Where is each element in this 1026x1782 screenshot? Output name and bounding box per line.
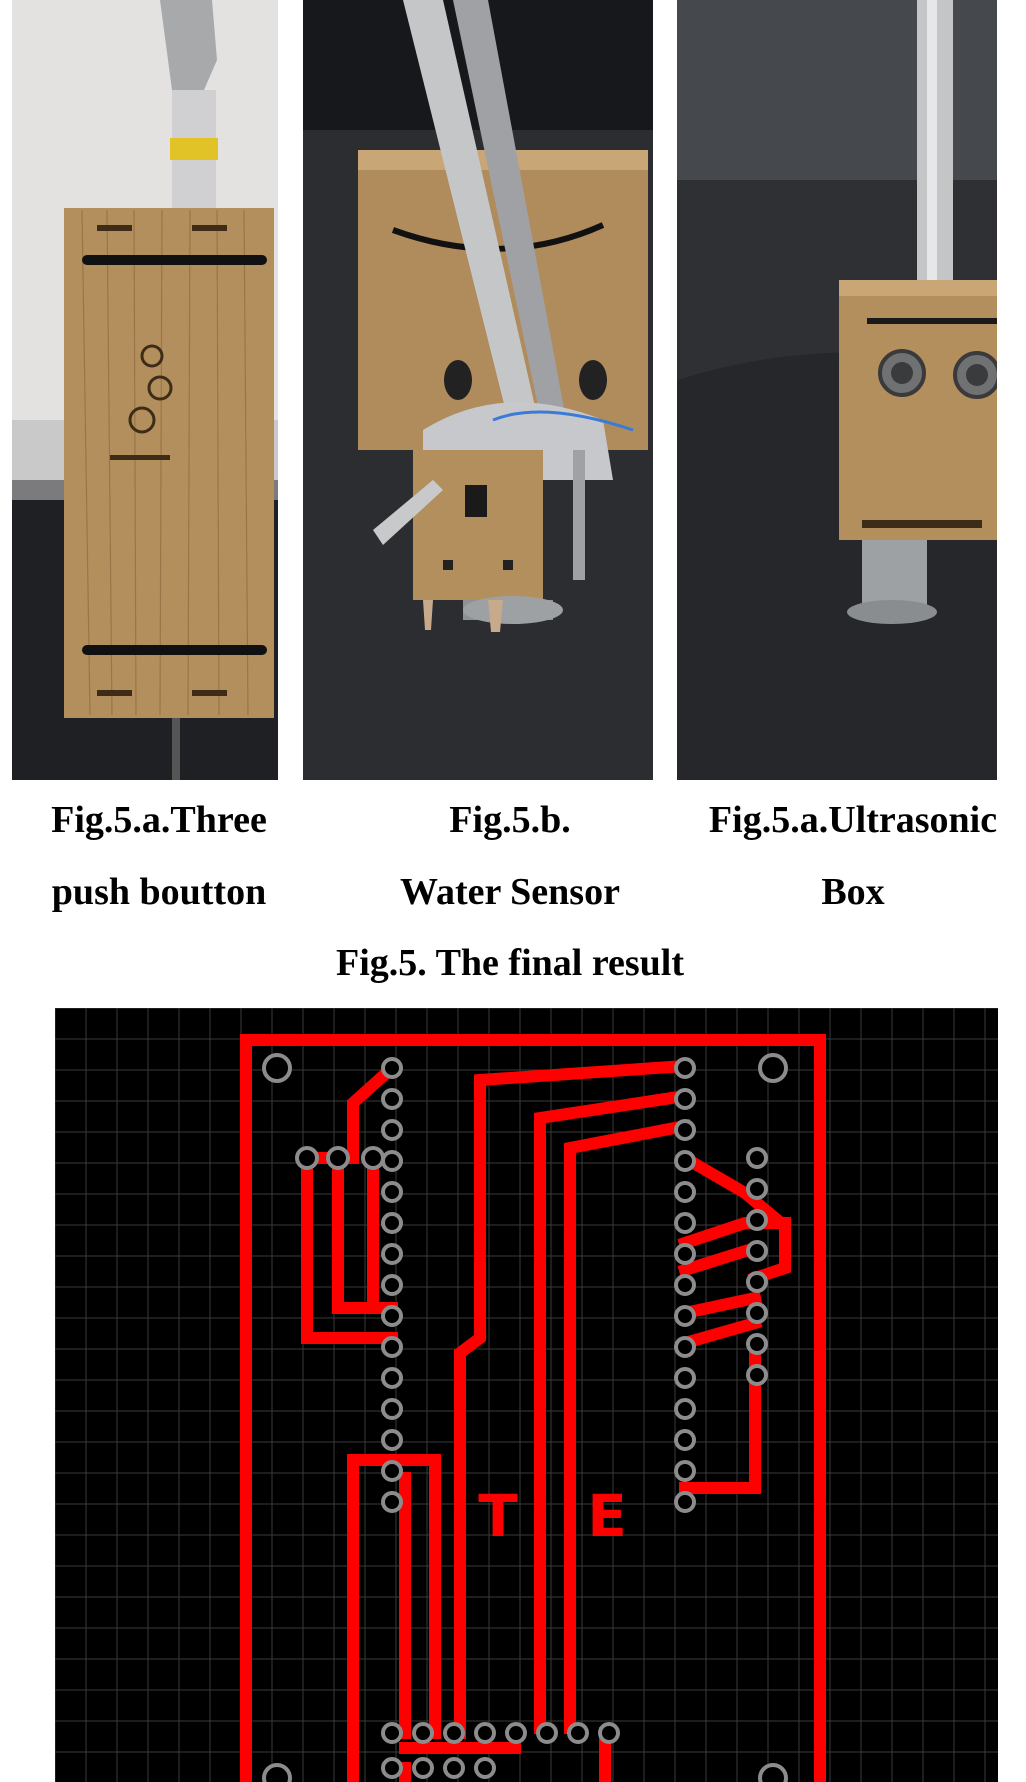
header-left-pad — [381, 1088, 403, 1110]
header-left-pad — [381, 1305, 403, 1327]
connector-pad — [746, 1364, 768, 1386]
bottom-header-pad — [505, 1722, 527, 1744]
trace — [399, 1727, 611, 1782]
header-right-pad — [674, 1119, 696, 1141]
trace — [534, 1089, 692, 1734]
header-right-pad — [674, 1243, 696, 1265]
connector-pad — [746, 1178, 768, 1200]
trace — [332, 1152, 398, 1314]
connector-pad — [746, 1302, 768, 1324]
trace — [564, 1118, 693, 1734]
caption-c-line1: Fig.5.a.Ultrasonic — [708, 799, 998, 841]
header-right-pad — [674, 1212, 696, 1234]
header-right-pad — [674, 1491, 696, 1513]
pcb-traces — [240, 1034, 826, 1782]
header-right-pad — [674, 1429, 696, 1451]
trace — [677, 1217, 791, 1286]
header-right-pad — [674, 1398, 696, 1420]
switch-pad — [326, 1146, 350, 1170]
connector-pad — [746, 1271, 768, 1293]
caption-b-line2: Water Sensor — [400, 871, 620, 913]
header-right-pad — [674, 1057, 696, 1079]
bottom-header-pad — [567, 1722, 589, 1744]
header-left-pad — [381, 1398, 403, 1420]
caption-b-line1: Fig.5.b. — [449, 799, 571, 841]
header-left-pad — [381, 1181, 403, 1203]
caption-a-line1: Fig.5.a.Three — [51, 799, 267, 841]
trace — [676, 1149, 784, 1227]
board-outline — [240, 1034, 826, 1782]
header-left-pad — [381, 1429, 403, 1451]
switch-pad — [361, 1146, 385, 1170]
connector-pad — [746, 1147, 768, 1169]
header-left-pad — [381, 1491, 403, 1513]
mount-hole-pad — [262, 1053, 292, 1083]
header-left-pad — [381, 1150, 403, 1172]
header-left-pad — [381, 1212, 403, 1234]
silk-letter-t: T — [478, 1482, 518, 1550]
caption-c-line2: Box — [821, 871, 885, 913]
mount-hole-pad — [262, 1763, 292, 1782]
connector-pad — [746, 1209, 768, 1231]
header-right-pad — [674, 1305, 696, 1327]
bottom-connector-pad — [474, 1757, 496, 1779]
bottom-header-pad — [412, 1722, 434, 1744]
header-left-pad — [381, 1336, 403, 1358]
bottom-connector-pad — [381, 1757, 403, 1779]
trace — [454, 1059, 692, 1739]
pcb-layout: T E — [55, 1008, 998, 1782]
silk-letter-e: E — [587, 1482, 627, 1550]
bottom-header-pad — [381, 1722, 403, 1744]
header-right-pad — [674, 1460, 696, 1482]
header-left-pad — [381, 1274, 403, 1296]
header-right-pad — [674, 1150, 696, 1172]
bottom-header-pad — [443, 1722, 465, 1744]
mount-hole-pad — [758, 1763, 788, 1782]
header-left-pad — [381, 1057, 403, 1079]
figure-caption: Fig.5. The final result — [335, 942, 684, 984]
photo-water-sensor — [303, 0, 653, 780]
header-left-pad — [381, 1367, 403, 1389]
switch-pad — [295, 1146, 319, 1170]
header-left-pad — [381, 1119, 403, 1141]
trace — [677, 1240, 763, 1278]
mount-hole-pad — [758, 1053, 788, 1083]
header-left-pad — [381, 1243, 403, 1265]
connector-pad — [746, 1240, 768, 1262]
header-right-pad — [674, 1088, 696, 1110]
trace — [677, 1290, 763, 1321]
header-right-pad — [674, 1367, 696, 1389]
connector-pad — [746, 1333, 768, 1355]
header-right-pad — [674, 1181, 696, 1203]
pcb-pads — [262, 1053, 788, 1782]
trace — [301, 1059, 401, 1344]
bottom-header-pad — [598, 1722, 620, 1744]
photo-three-push-button — [12, 0, 278, 780]
header-left-pad — [381, 1460, 403, 1482]
caption-a-line2: push boutton — [51, 871, 267, 913]
bottom-header-pad — [474, 1722, 496, 1744]
bottom-connector-pad — [443, 1757, 465, 1779]
header-right-pad — [674, 1274, 696, 1296]
trace — [386, 1454, 441, 1739]
bottom-connector-pad — [412, 1757, 434, 1779]
trace — [677, 1315, 763, 1351]
header-right-pad — [674, 1336, 696, 1358]
trace — [679, 1352, 761, 1494]
bottom-header-pad — [536, 1722, 558, 1744]
photo-ultrasonic-box — [677, 0, 997, 780]
pcb-grid — [55, 1008, 998, 1782]
trace — [347, 1454, 398, 1782]
